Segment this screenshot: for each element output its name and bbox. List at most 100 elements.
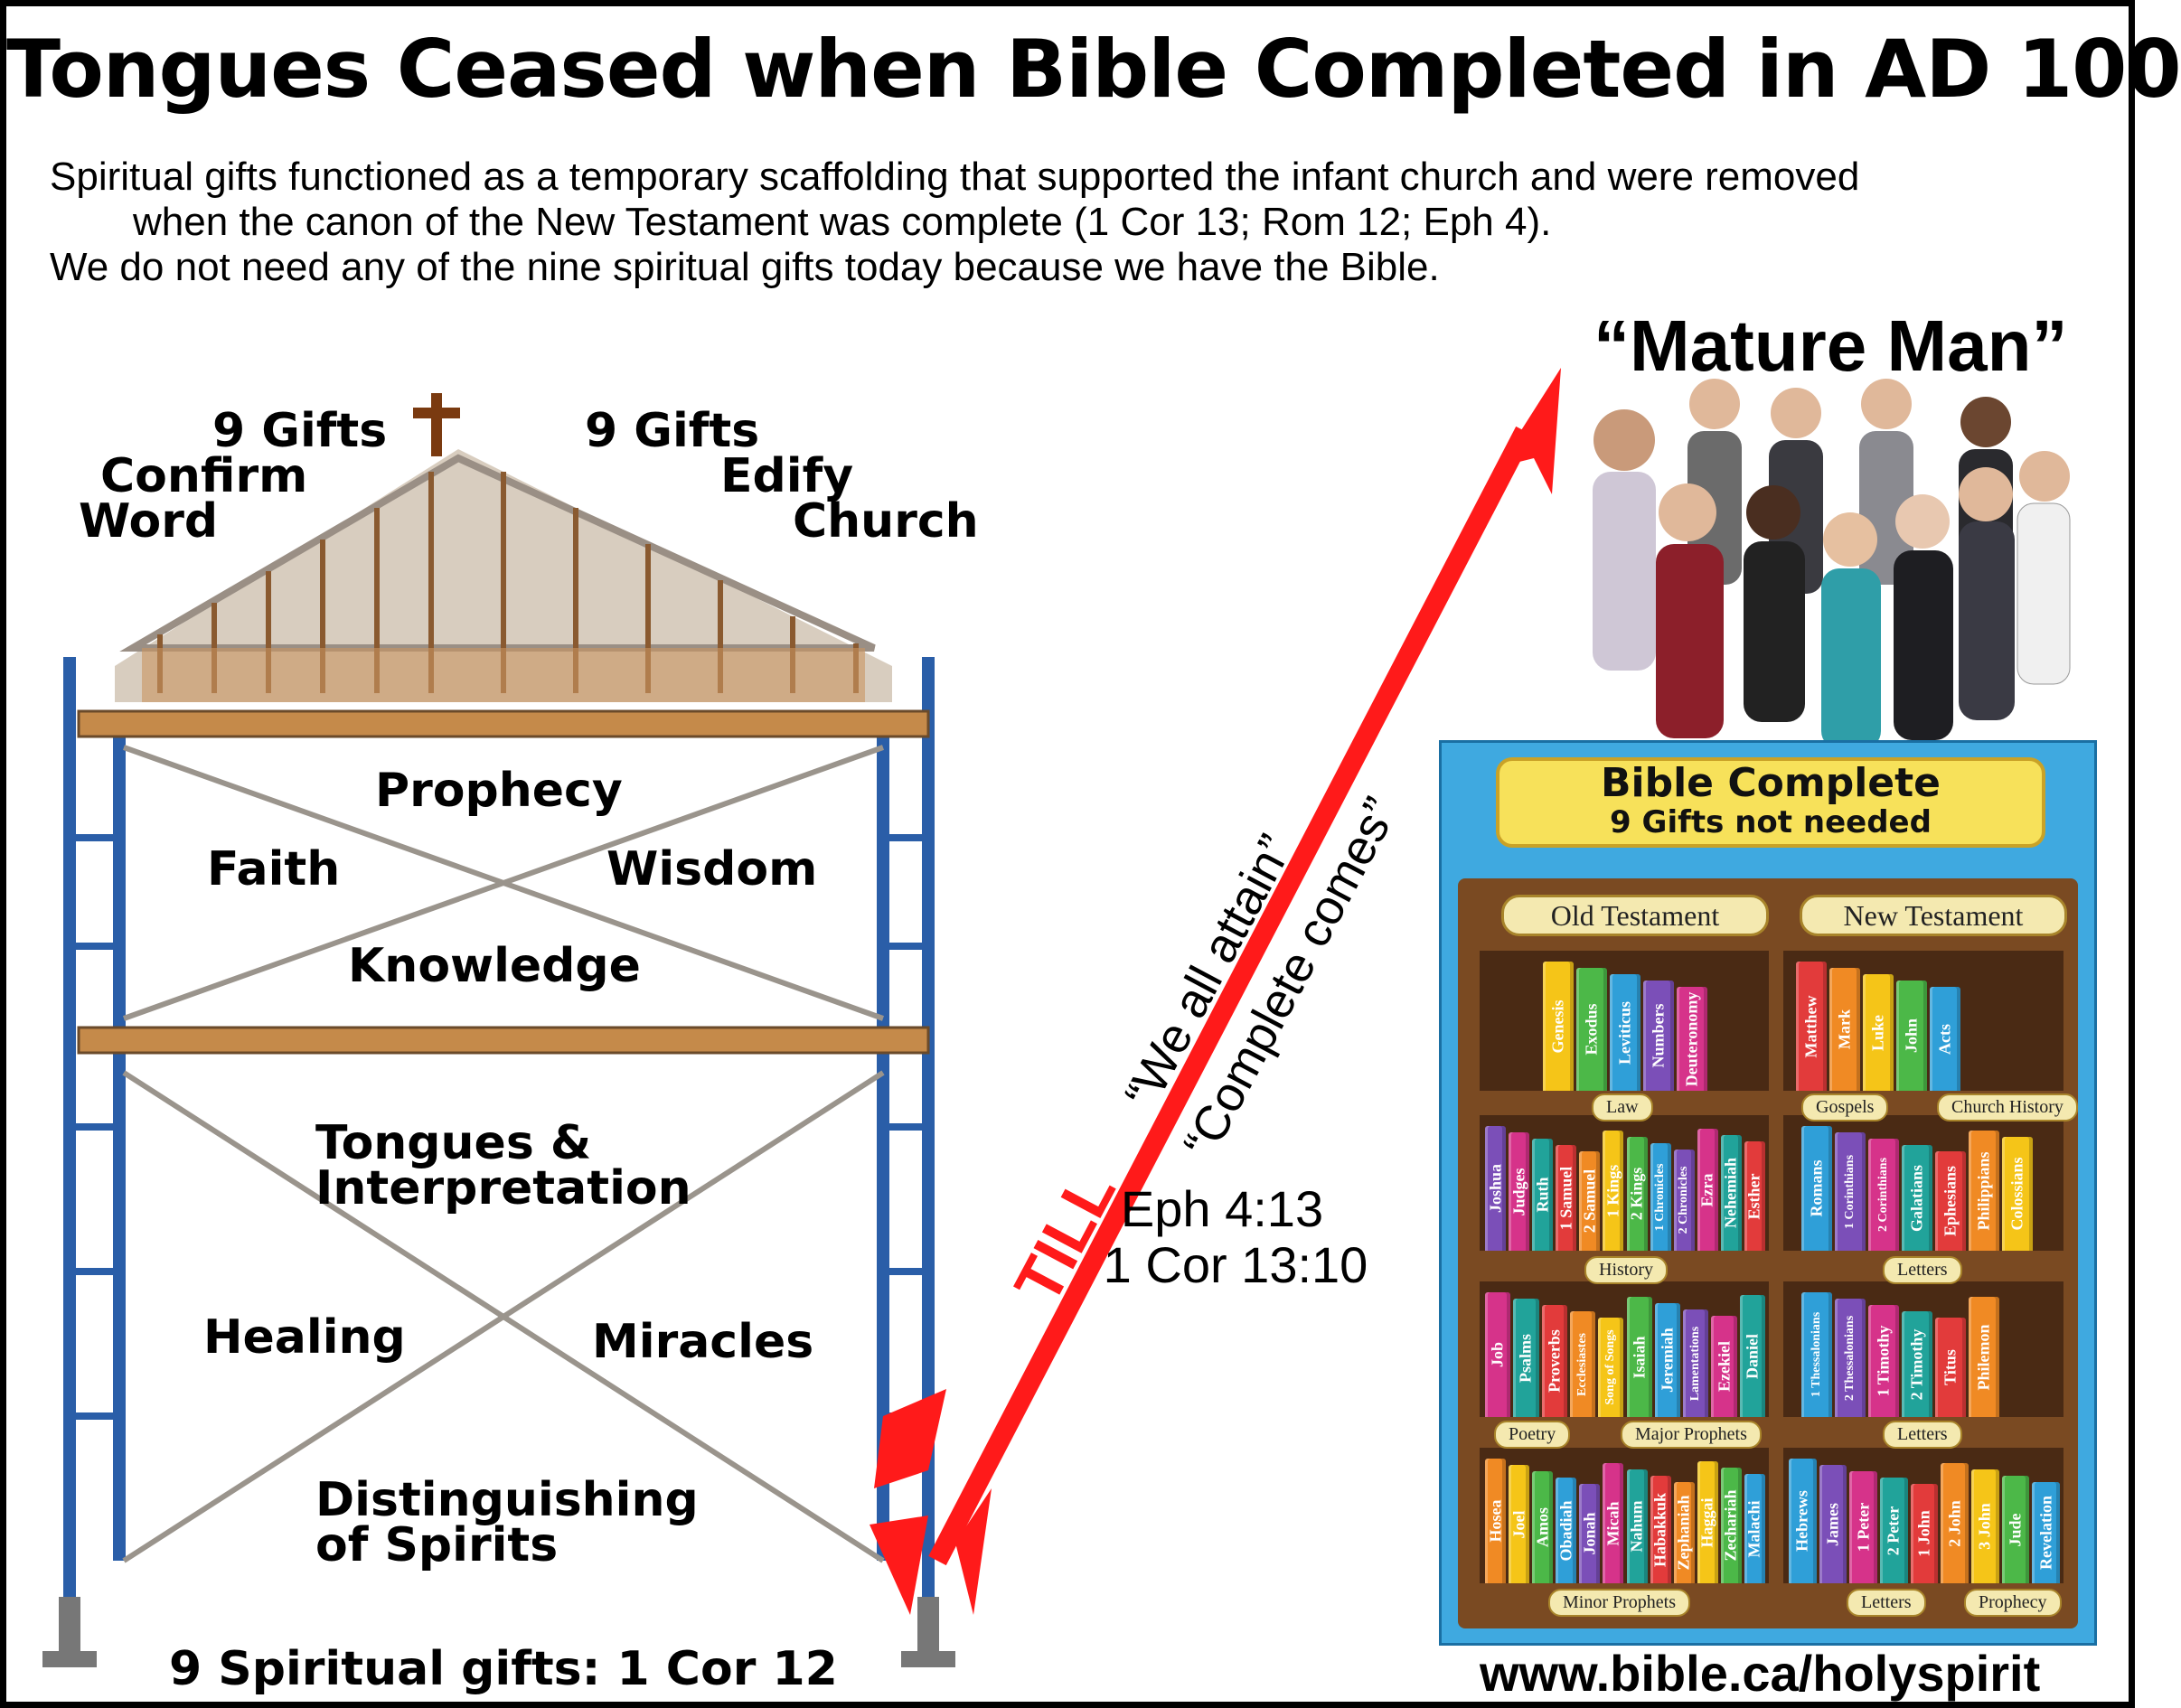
book-title: Mark: [1835, 1009, 1854, 1049]
book-spine: 1 Peter: [1849, 1471, 1877, 1583]
book-title: Philippians: [1974, 1150, 1993, 1231]
arrow-graphic: [870, 368, 1561, 1615]
book-title: John: [1902, 1018, 1921, 1054]
book-title: Ezekiel: [1715, 1341, 1734, 1392]
book-spine: 1 Thessalonians: [1801, 1292, 1832, 1417]
label-law: Law: [1592, 1093, 1653, 1121]
book-title: Titus: [1941, 1349, 1960, 1385]
book-spine: Micah: [1603, 1463, 1624, 1583]
scaffold-footer: 9 Spiritual gifts: 1 Cor 12: [169, 1642, 838, 1696]
book-spine: Luke: [1863, 974, 1894, 1091]
book-spine: 1 Chronicles: [1650, 1143, 1671, 1251]
book-spine: Acts: [1930, 987, 1960, 1091]
book-title: Revelation: [2036, 1496, 2055, 1570]
book-title: Esther: [1744, 1173, 1763, 1219]
book-spine: Isaiah: [1626, 1297, 1652, 1417]
book-title: Nehemiah: [1721, 1158, 1740, 1228]
book-spine: Habakkuk: [1650, 1476, 1671, 1583]
chart-banner: Bible Complete 9 Gifts not needed: [1496, 757, 2045, 848]
book-spine: Joel: [1509, 1465, 1530, 1583]
book-spine: Lamentations: [1683, 1309, 1709, 1417]
gift-tongues-line-2: Interpretation: [315, 1161, 691, 1215]
book-spine: Job: [1485, 1292, 1511, 1417]
book-spine: Romans: [1801, 1126, 1832, 1251]
book-title: Acts: [1935, 1023, 1954, 1055]
chart-banner-subtitle: 9 Gifts not needed: [1610, 804, 1932, 840]
book-title: Isaiah: [1630, 1335, 1649, 1379]
book-spine: Ecclesiastes: [1569, 1311, 1596, 1417]
book-title: Galatians: [1907, 1164, 1926, 1232]
building-right-label-3: Church: [793, 494, 979, 549]
mature-man-title: “Mature Man”: [1593, 305, 2068, 386]
label-prophecy: Prophecy: [1964, 1589, 2062, 1617]
book-title: Proverbs: [1545, 1329, 1564, 1393]
book-spine: 2 Chronicles: [1673, 1150, 1695, 1251]
book-title: 2 Corinthians: [1876, 1157, 1890, 1233]
book-title: Zechariah: [1721, 1489, 1740, 1562]
book-title: Malachi: [1744, 1500, 1763, 1557]
label-letters-1: Letters: [1883, 1256, 1962, 1284]
book-title: Joel: [1509, 1510, 1528, 1538]
book-title: Jonah: [1580, 1512, 1599, 1555]
book-spine: Joshua: [1485, 1126, 1507, 1251]
book-title: 1 John: [1914, 1510, 1933, 1557]
book-title: Ephesians: [1941, 1165, 1960, 1237]
gift-prophecy: Prophecy: [375, 764, 623, 818]
book-title: Nahum: [1627, 1500, 1646, 1553]
book-spine: Zechariah: [1720, 1468, 1742, 1583]
book-title: Romans: [1807, 1159, 1826, 1217]
book-title: 2 Thessalonians: [1843, 1315, 1857, 1401]
book-spine: Colossians: [2002, 1137, 2033, 1251]
subtitle-line-3: We do not need any of the nine spiritual…: [50, 245, 1440, 289]
book-spine: Psalms: [1513, 1299, 1539, 1417]
book-title: Ezra: [1697, 1173, 1716, 1206]
book-spine: Hebrews: [1789, 1459, 1817, 1583]
book-spine: 2 John: [1941, 1463, 1969, 1583]
book-title: 1 Thessalonians: [1810, 1311, 1823, 1398]
gift-tongues-line-1: Tongues &: [315, 1116, 592, 1170]
book-title: Deuteronomy: [1682, 991, 1701, 1086]
label-letters-3: Letters: [1847, 1589, 1926, 1617]
building-left-label-1: 9 Gifts: [212, 404, 388, 458]
gift-distinguishing-line-2: of Spirits: [315, 1518, 559, 1572]
book-spine: Philippians: [1969, 1131, 1999, 1251]
book-spine: 1 Timothy: [1868, 1305, 1899, 1417]
label-church-history: Church History: [1937, 1093, 2078, 1121]
book-spine: 2 Samuel: [1579, 1151, 1601, 1251]
book-spine: 2 Kings: [1626, 1137, 1648, 1251]
book-spine: Nahum: [1626, 1469, 1648, 1583]
book-title: Judges: [1509, 1167, 1528, 1216]
book-title: Amos: [1533, 1507, 1552, 1547]
label-history: History: [1584, 1256, 1668, 1284]
book-spine: Leviticus: [1610, 974, 1640, 1091]
book-title: Luke: [1868, 1014, 1887, 1051]
book-spine: Haggai: [1697, 1461, 1718, 1583]
subtitle-line-2: when the canon of the New Testament was …: [133, 200, 1552, 244]
book-title: Song of Songs: [1603, 1329, 1618, 1405]
book-title: Jude: [2006, 1512, 2025, 1547]
book-title: 1 Corinthians: [1843, 1154, 1857, 1229]
gift-faith: Faith: [207, 842, 341, 896]
book-title: Habakkuk: [1650, 1492, 1669, 1567]
book-spine: Galatians: [1902, 1145, 1932, 1251]
book-spine: Nehemiah: [1720, 1135, 1742, 1251]
book-spine: Malachi: [1744, 1474, 1765, 1583]
book-spine: Mark: [1829, 968, 1860, 1091]
book-title: Joshua: [1486, 1163, 1505, 1214]
ref-cor: 1 Cor 13:10: [1103, 1236, 1368, 1293]
book-title: 2 Peter: [1884, 1506, 1903, 1555]
book-title: Numbers: [1649, 1003, 1668, 1068]
book-spine: Zephaniah: [1673, 1482, 1695, 1583]
book-spine: Ruth: [1532, 1139, 1554, 1251]
nt-header: New Testament: [1800, 895, 2067, 936]
book-title: 1 Kings: [1603, 1164, 1622, 1217]
book-title: Daniel: [1743, 1333, 1762, 1379]
gift-distinguishing-line-1: Distinguishing: [315, 1473, 699, 1527]
building-right-label-2: Edify: [720, 449, 854, 503]
